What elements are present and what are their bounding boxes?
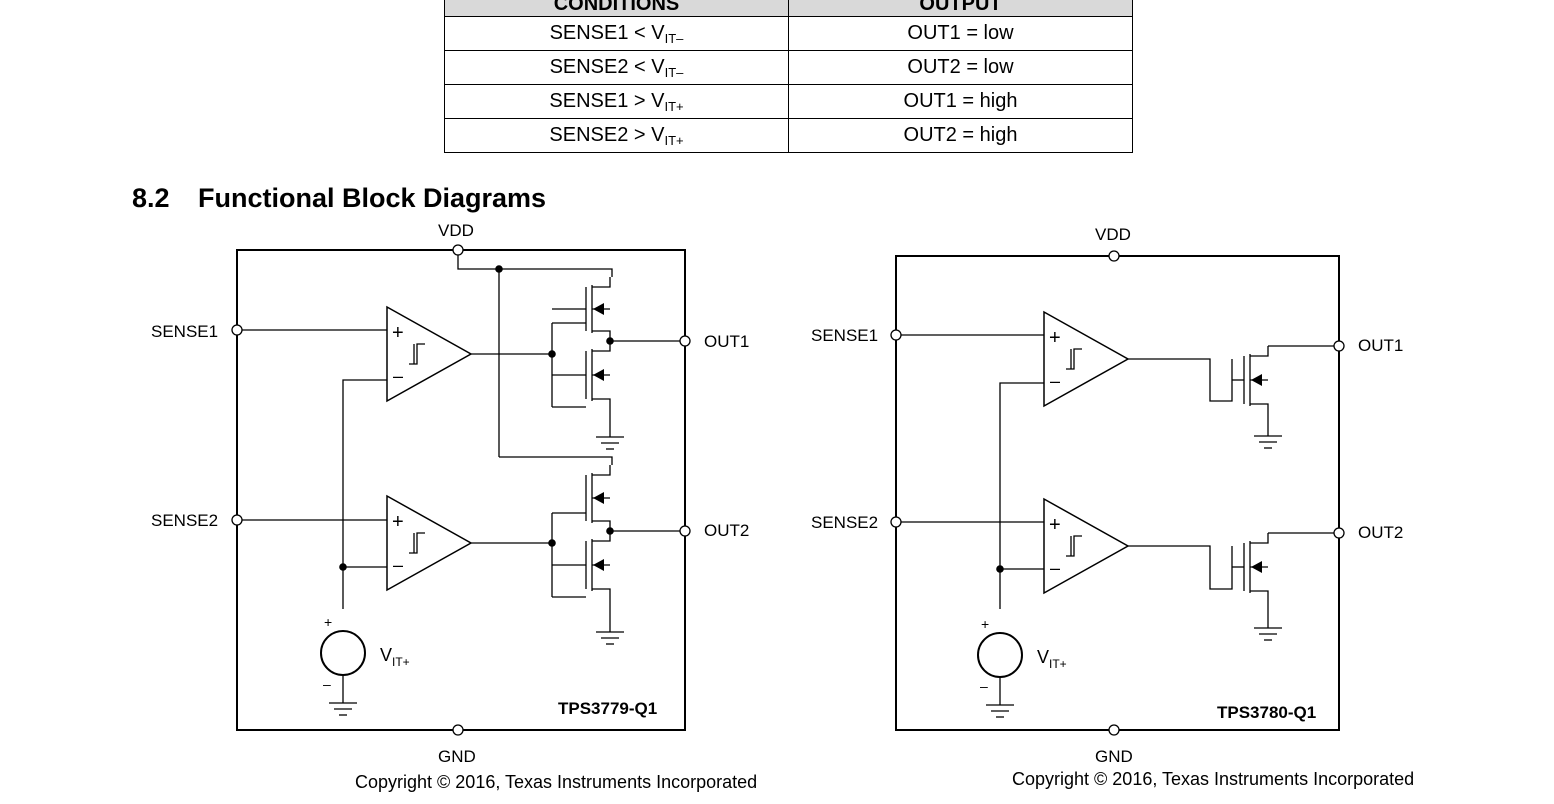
source-plus: +	[324, 614, 332, 630]
pin-terminal	[231, 514, 243, 526]
wire	[342, 379, 387, 609]
body-arrow	[593, 492, 604, 504]
body-arrow	[1251, 374, 1262, 386]
comparator-triangle	[1043, 497, 1130, 595]
pin-terminal	[890, 516, 902, 528]
table-row: SENSE2 > VIT+ OUT2 = high	[444, 118, 1133, 153]
section-title: Functional Block Diagrams	[198, 183, 547, 213]
wire	[999, 382, 1044, 609]
minus-sign: –	[1050, 558, 1060, 578]
source-lead	[1250, 590, 1269, 601]
minus-sign: –	[1050, 371, 1060, 391]
pin-terminal	[452, 724, 464, 736]
wire	[457, 250, 613, 277]
device-outline	[895, 255, 1340, 731]
gnd-label: GND	[438, 747, 476, 766]
plus-sign: +	[1049, 514, 1061, 536]
output-cell: OUT2 = high	[788, 118, 1133, 153]
gnd-label: GND	[1095, 747, 1133, 766]
source-minus: –	[980, 678, 988, 694]
plus-sign: +	[1049, 327, 1061, 349]
part-number: TPS3780-Q1	[1217, 703, 1316, 722]
part-number: TPS3779-Q1	[558, 699, 657, 718]
hysteresis-symbol	[409, 532, 425, 554]
body-arrow	[593, 369, 604, 381]
body-arrow	[1251, 561, 1262, 573]
plus-sign: +	[392, 322, 404, 344]
wire	[1128, 545, 1233, 590]
junction-dot	[339, 563, 347, 571]
pin-terminal	[1108, 250, 1120, 262]
table-row: SENSE2 < VIT– OUT2 = low	[444, 50, 1133, 85]
condition-cell: SENSE2 > VIT+	[444, 118, 789, 153]
truth-table-header-row: CONDITIONS OUTPUT	[444, 0, 1133, 17]
comparator-triangle	[1043, 310, 1130, 408]
condition-cell: SENSE1 > VIT+	[444, 84, 789, 119]
drain-lead	[1250, 346, 1269, 357]
hysteresis-symbol	[409, 343, 425, 365]
output-cell: OUT1 = low	[788, 16, 1133, 51]
copyright-left: Copyright © 2016, Texas Instruments Inco…	[355, 772, 758, 792]
vref-label: VIT+	[380, 645, 410, 669]
drain-lead	[592, 277, 611, 288]
out2-label: OUT2	[704, 521, 749, 540]
source-lead	[592, 398, 611, 409]
section-heading: 8.2 Functional Block Diagrams	[132, 183, 546, 214]
out2-label: OUT2	[1358, 523, 1403, 542]
body-arrow	[593, 559, 604, 571]
pin-terminal	[1333, 340, 1345, 352]
pin-terminal	[679, 525, 691, 537]
minus-sign: –	[393, 555, 403, 575]
plus-sign: +	[392, 511, 404, 533]
vdd-label: VDD	[438, 221, 474, 240]
out1-label: OUT1	[1358, 336, 1403, 355]
drain-lead	[1250, 533, 1269, 544]
drain-lead	[592, 465, 611, 476]
body-arrow	[593, 303, 604, 315]
pin-terminal	[890, 329, 902, 341]
sense1-label: SENSE1	[151, 322, 218, 341]
source-lead	[592, 588, 611, 599]
pin-terminal	[679, 335, 691, 347]
comparator-triangle	[386, 494, 473, 592]
voltage-source	[320, 630, 366, 676]
truth-table: CONDITIONS OUTPUT SENSE1 < VIT– OUT1 = l…	[444, 0, 1133, 153]
device-outline	[236, 249, 686, 731]
vref-subscript: IT+	[1049, 657, 1067, 671]
output-cell: OUT2 = low	[788, 50, 1133, 85]
wire	[1128, 358, 1233, 402]
vref-subscript: IT+	[392, 655, 410, 669]
voltage-source	[977, 632, 1023, 678]
hysteresis-symbol	[1066, 535, 1082, 557]
output-header: OUTPUT	[788, 0, 1133, 17]
pin-terminal	[452, 244, 464, 256]
section-number: 8.2	[132, 183, 170, 213]
minus-sign: –	[393, 366, 403, 386]
sense2-label: SENSE2	[151, 511, 218, 530]
junction-dot	[996, 565, 1004, 573]
pin-terminal	[231, 324, 243, 336]
table-row: SENSE1 < VIT– OUT1 = low	[444, 16, 1133, 51]
sense1-label: SENSE1	[811, 326, 878, 345]
copyright-right: Copyright © 2016, Texas Instruments Inco…	[1012, 769, 1415, 789]
sense2-label: SENSE2	[811, 513, 878, 532]
source-lead	[1250, 403, 1269, 414]
source-plus: +	[981, 616, 989, 632]
hysteresis-symbol	[1066, 348, 1082, 370]
vref-label: VIT+	[1037, 647, 1067, 671]
pin-terminal	[1333, 527, 1345, 539]
comparator-triangle	[386, 305, 473, 403]
out1-label: OUT1	[704, 332, 749, 351]
wire	[499, 456, 613, 465]
source-minus: –	[323, 676, 331, 692]
pin-terminal	[1108, 724, 1120, 736]
vdd-label: VDD	[1095, 225, 1131, 244]
condition-cell: SENSE2 < VIT–	[444, 50, 789, 85]
table-row: SENSE1 > VIT+ OUT1 = high	[444, 84, 1133, 119]
